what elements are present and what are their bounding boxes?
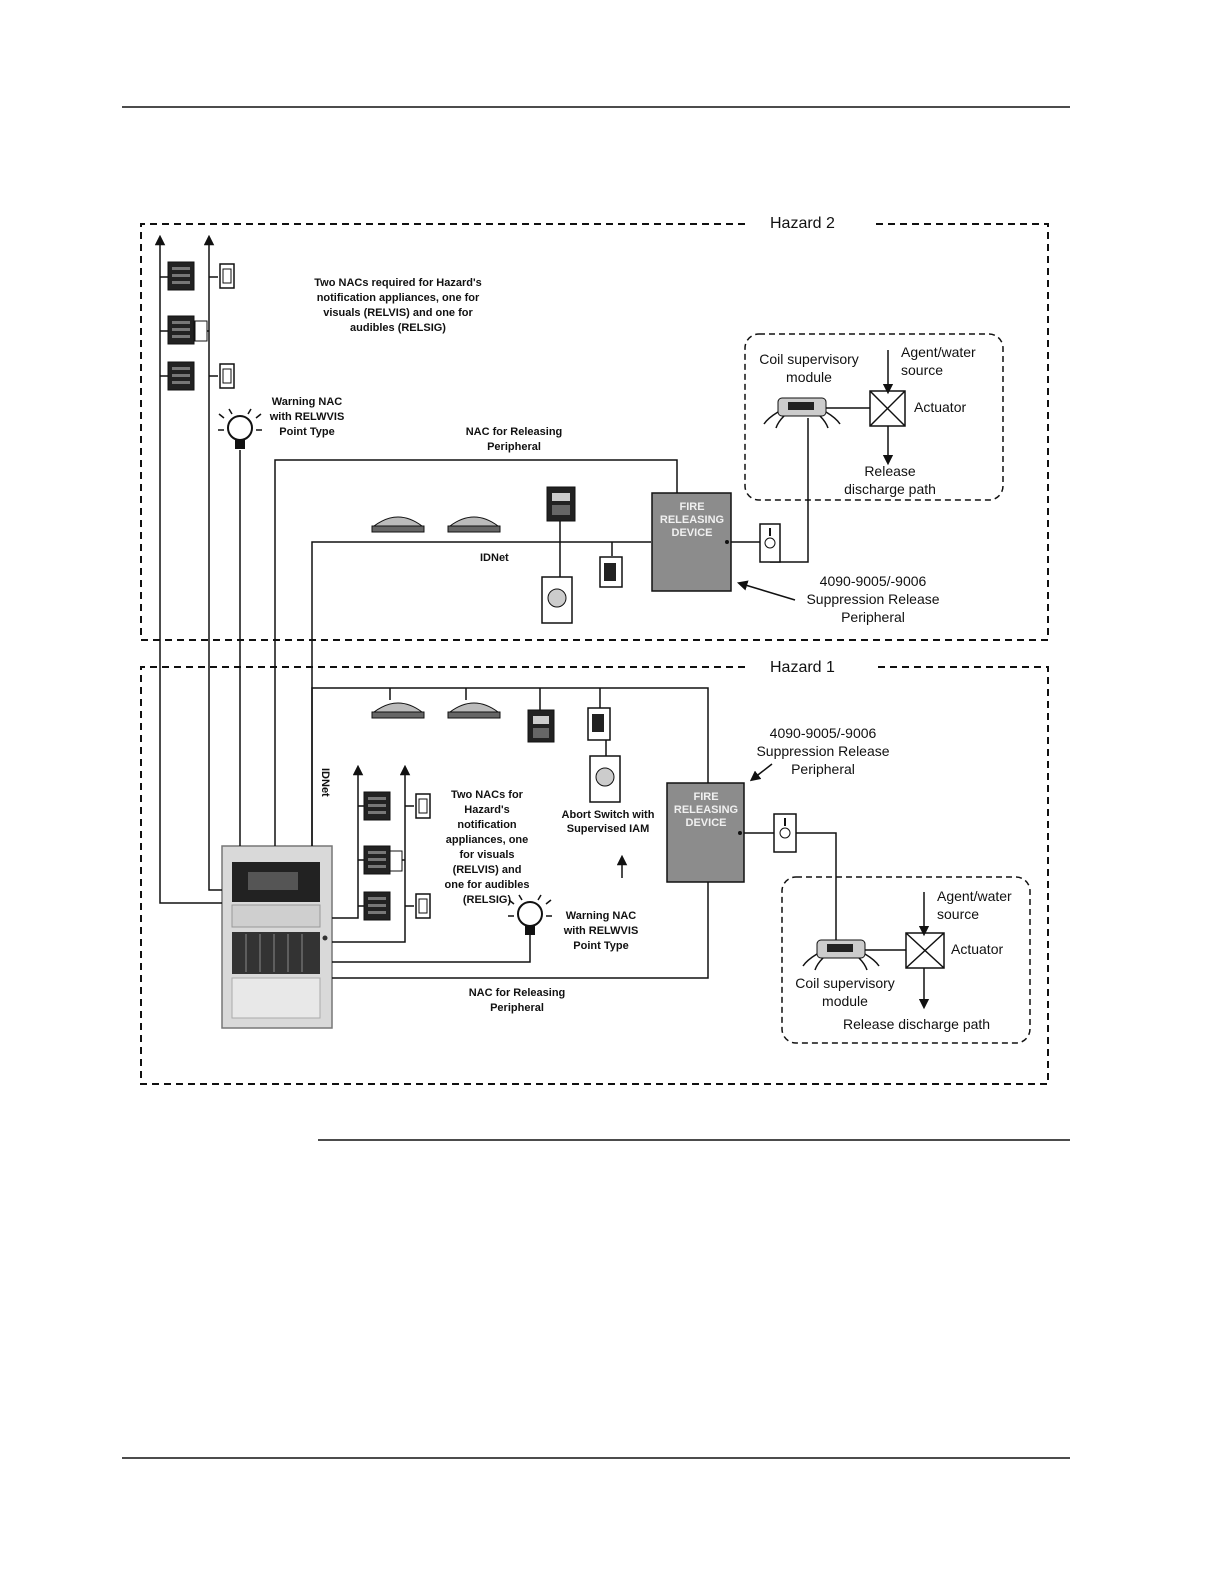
hazard1-abort-label: Abort Switch with Supervised IAM bbox=[562, 809, 655, 835]
hazard1-actuator-icon bbox=[905, 932, 945, 969]
svg-text:audibles (RELSIG): audibles (RELSIG) bbox=[350, 322, 446, 334]
svg-text:visuals (RELVIS) and one for: visuals (RELVIS) and one for bbox=[323, 307, 473, 319]
svg-text:Point Type: Point Type bbox=[279, 426, 334, 438]
svg-text:4090-9005/-9006: 4090-9005/-9006 bbox=[820, 573, 927, 589]
svg-text:source: source bbox=[901, 362, 943, 378]
svg-text:Actuator: Actuator bbox=[914, 399, 966, 415]
svg-text:Point Type: Point Type bbox=[573, 940, 628, 952]
svg-text:Suppression Release: Suppression Release bbox=[756, 743, 889, 759]
hazard1-zone: Hazard 1 bbox=[140, 659, 1049, 1085]
svg-text:Actuator: Actuator bbox=[951, 941, 1003, 957]
hazard2-warning-bulb-icon bbox=[218, 408, 262, 449]
svg-text:(RELVIS) and: (RELVIS) and bbox=[453, 864, 522, 876]
hazard1-pull-station bbox=[527, 709, 555, 743]
svg-text:Suppression Release: Suppression Release bbox=[806, 591, 939, 607]
hazard2-notification-appliances bbox=[167, 261, 235, 391]
hazard2-warning-nac-label: Warning NAC with RELWVIS Point Type bbox=[269, 396, 345, 438]
svg-text:Agent/water: Agent/water bbox=[901, 344, 976, 360]
hazard1-actuator-zone: Agent/water source Actuator Coil supervi… bbox=[781, 876, 1031, 1044]
hazard2-smoke-detectors bbox=[371, 516, 501, 533]
hazard2-pull-station bbox=[546, 486, 576, 522]
hazard1-coil-supervisory-module bbox=[802, 939, 880, 971]
svg-text:notification appliances, one f: notification appliances, one for bbox=[317, 292, 480, 304]
svg-text:Hazard's: Hazard's bbox=[464, 804, 509, 816]
hazard1-wiring bbox=[311, 687, 837, 979]
hazard1-smoke-detectors bbox=[371, 702, 501, 719]
hazard2-idnet-label: IDNet bbox=[480, 552, 509, 564]
svg-text:RELEASING: RELEASING bbox=[660, 514, 724, 526]
hazard1-suppression-peripheral-icon bbox=[773, 813, 797, 853]
svg-text:NAC for Releasing: NAC for Releasing bbox=[469, 987, 566, 999]
hazard2-actuator-zone: Coil supervisory module Agent/water sour… bbox=[744, 333, 1004, 501]
svg-text:with RELWVIS: with RELWVIS bbox=[563, 925, 639, 937]
svg-text:Peripheral: Peripheral bbox=[490, 1002, 544, 1014]
hazard2-title: Hazard 2 bbox=[770, 215, 835, 232]
hazard2-suppression-peripheral-icon bbox=[759, 523, 781, 563]
hazard1-nac-note: Two NACs for Hazard's notification appli… bbox=[445, 789, 530, 906]
svg-text:one for audibles: one for audibles bbox=[445, 879, 530, 891]
svg-text:Two NACs required for Hazard's: Two NACs required for Hazard's bbox=[314, 277, 481, 289]
hazard1-fire-releasing-device: FIRE RELEASING DEVICE bbox=[666, 782, 745, 883]
hazard1-suppression-label: 4090-9005/-9006 Suppression Release Peri… bbox=[749, 725, 890, 782]
svg-text:DEVICE: DEVICE bbox=[686, 817, 727, 829]
hazard1-abort-switch bbox=[589, 755, 621, 803]
svg-text:Coil supervisory: Coil supervisory bbox=[759, 351, 859, 367]
hazard2-fire-releasing-device: FIRE RELEASING DEVICE bbox=[651, 492, 732, 592]
hazard2-actuator-icon bbox=[869, 390, 906, 427]
svg-text:Coil supervisory: Coil supervisory bbox=[795, 975, 895, 991]
hazard2-nac-note: Two NACs required for Hazard's notificat… bbox=[314, 277, 481, 334]
hazard2-zone: Hazard 2 bbox=[140, 215, 1049, 641]
svg-text:Peripheral: Peripheral bbox=[791, 761, 855, 777]
svg-text:DEVICE: DEVICE bbox=[672, 527, 713, 539]
hazard1-idnet-label: IDNet bbox=[319, 768, 331, 797]
svg-text:NAC for Releasing: NAC for Releasing bbox=[466, 426, 563, 438]
hazard2-coil-supervisory-module bbox=[763, 397, 841, 429]
svg-text:Release: Release bbox=[864, 463, 916, 479]
svg-text:module: module bbox=[822, 993, 868, 1009]
svg-text:Warning NAC: Warning NAC bbox=[566, 910, 637, 922]
svg-text:for visuals: for visuals bbox=[459, 849, 514, 861]
hazard2-suppression-label: 4090-9005/-9006 Suppression Release Peri… bbox=[736, 573, 940, 625]
svg-text:Peripheral: Peripheral bbox=[487, 441, 541, 453]
hazard1-warning-bulb-icon bbox=[508, 894, 552, 935]
svg-text:notification: notification bbox=[457, 819, 517, 831]
hazard1-warning-nac-label: Warning NAC with RELWVIS Point Type bbox=[563, 910, 639, 952]
svg-text:RELEASING: RELEASING bbox=[674, 804, 738, 816]
hazard1-title: Hazard 1 bbox=[770, 659, 835, 676]
svg-text:FIRE: FIRE bbox=[693, 791, 718, 803]
svg-text:Peripheral: Peripheral bbox=[841, 609, 905, 625]
svg-text:Two NACs for: Two NACs for bbox=[451, 789, 524, 801]
svg-text:Agent/water: Agent/water bbox=[937, 888, 1012, 904]
hazard1-nac-releasing-label: NAC for Releasing Peripheral bbox=[469, 987, 566, 1014]
svg-text:with RELWVIS: with RELWVIS bbox=[269, 411, 345, 423]
hazard2-monitor-module bbox=[599, 556, 623, 588]
svg-text:Release discharge path: Release discharge path bbox=[843, 1016, 990, 1032]
hazard1-notification-appliances bbox=[363, 791, 431, 921]
svg-text:(RELSIG): (RELSIG) bbox=[463, 894, 512, 906]
svg-text:Warning NAC: Warning NAC bbox=[272, 396, 343, 408]
svg-text:source: source bbox=[937, 906, 979, 922]
hazard2-nac-releasing-label: NAC for Releasing Peripheral bbox=[466, 426, 563, 453]
svg-text:4090-9005/-9006: 4090-9005/-9006 bbox=[770, 725, 877, 741]
svg-text:discharge path: discharge path bbox=[844, 481, 936, 497]
hazard2-abort-switch bbox=[541, 576, 573, 624]
fire-alarm-control-panel bbox=[221, 845, 333, 1029]
hazard1-monitor-module bbox=[587, 707, 611, 741]
svg-text:FIRE: FIRE bbox=[679, 501, 704, 513]
svg-text:Supervised IAM: Supervised IAM bbox=[567, 823, 650, 835]
svg-text:appliances, one: appliances, one bbox=[446, 834, 529, 846]
svg-text:module: module bbox=[786, 369, 832, 385]
svg-text:Abort Switch with: Abort Switch with bbox=[562, 809, 655, 821]
